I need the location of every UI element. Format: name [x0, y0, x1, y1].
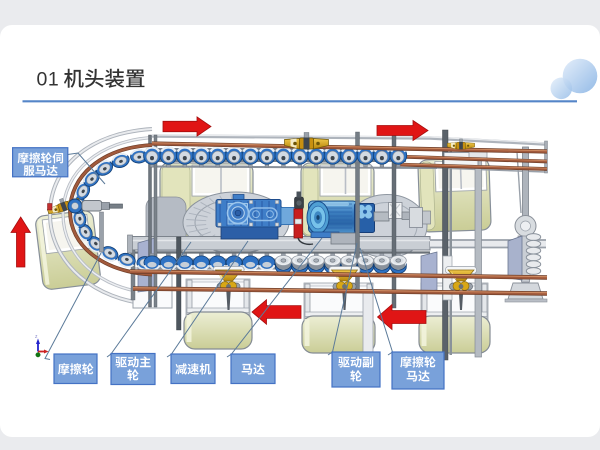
svg-text:01: 01 [37, 69, 60, 91]
svg-text:z: z [35, 334, 38, 340]
